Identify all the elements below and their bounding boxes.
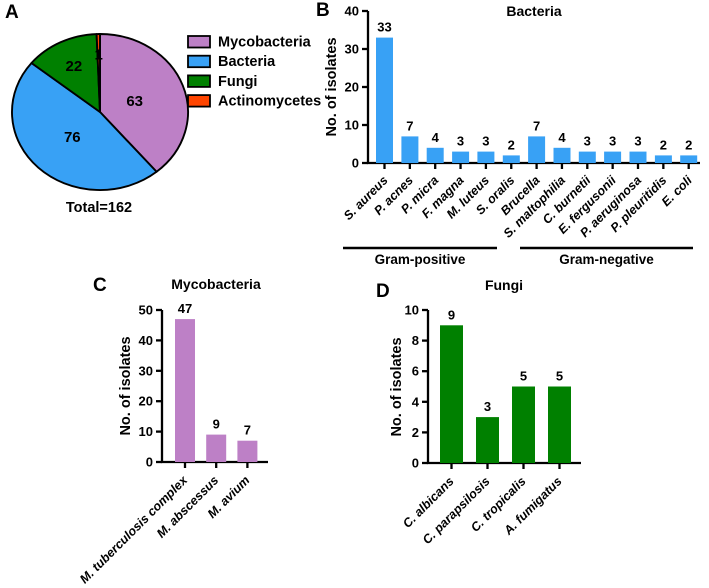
chart-title: Mycobacteria xyxy=(171,276,261,292)
pie-slice xyxy=(11,62,158,191)
legend-label: Mycobacteria xyxy=(218,35,312,51)
bar xyxy=(528,136,546,163)
bar xyxy=(553,147,571,163)
bar xyxy=(578,151,596,163)
group-label: Gram-negative xyxy=(559,252,654,267)
panel-d-label: D xyxy=(376,281,390,302)
bar xyxy=(512,386,535,463)
bar xyxy=(440,325,463,463)
bar xyxy=(476,417,499,463)
chart-title: Bacteria xyxy=(506,3,561,19)
y-tick-label: 40 xyxy=(345,4,359,19)
y-tick-label: 2 xyxy=(412,425,419,440)
bar-value-label: 7 xyxy=(244,423,251,438)
bar xyxy=(237,440,258,462)
bar xyxy=(629,151,647,163)
legend-swatch xyxy=(187,35,211,49)
y-tick-label: 4 xyxy=(412,394,420,409)
bar-value-label: 3 xyxy=(634,134,641,149)
bar xyxy=(680,155,698,163)
y-tick-label: 20 xyxy=(139,394,153,409)
legend-label: Actinomycetes xyxy=(218,94,321,110)
y-axis-label: No. of isolates xyxy=(324,37,340,136)
bar-value-label: 3 xyxy=(457,134,464,149)
y-tick-label: 10 xyxy=(405,303,419,318)
y-tick-label: 40 xyxy=(139,333,153,348)
y-tick-label: 10 xyxy=(139,424,153,439)
bar xyxy=(426,147,444,163)
bar xyxy=(548,386,571,463)
y-tick-label: 6 xyxy=(412,364,419,379)
panel-b-label: B xyxy=(316,0,330,21)
bar-value-label: 9 xyxy=(448,307,455,322)
pie-slice-value-label: 76 xyxy=(64,129,81,146)
bar-value-label: 5 xyxy=(520,369,527,384)
bar xyxy=(175,319,195,462)
y-tick-label: 0 xyxy=(412,456,419,471)
y-tick-label: 50 xyxy=(139,303,153,318)
bar-value-label: 2 xyxy=(660,137,667,152)
pie-slice-value-label: 22 xyxy=(66,58,83,75)
pie-slice xyxy=(99,33,189,173)
group-label: Gram-positive xyxy=(375,252,466,267)
bar-value-label: 4 xyxy=(558,130,566,145)
bar xyxy=(401,136,419,163)
pie-total-label: Total=162 xyxy=(66,200,132,216)
bar xyxy=(502,155,520,163)
bar-value-label: 9 xyxy=(213,417,220,432)
bar xyxy=(654,155,672,163)
y-axis-label: No. of isolates xyxy=(389,337,405,436)
legend-swatch xyxy=(187,74,211,88)
y-tick-label: 30 xyxy=(139,363,153,378)
bar-value-label: 3 xyxy=(584,134,591,149)
bar xyxy=(452,151,470,163)
panel-c-label: C xyxy=(93,275,107,296)
y-tick-label: 0 xyxy=(146,455,153,470)
bar-value-label: 3 xyxy=(609,134,616,149)
legend-swatch xyxy=(187,94,211,108)
bar xyxy=(376,37,393,163)
pie-slice xyxy=(30,33,101,113)
legend-label: Fungi xyxy=(218,74,257,90)
pie-slice-value-label: 63 xyxy=(126,93,143,110)
bar-value-label: 33 xyxy=(377,20,391,35)
bar-value-label: 7 xyxy=(533,118,540,133)
bar-value-label: 2 xyxy=(508,137,515,152)
bar xyxy=(206,434,227,462)
y-axis-label: No. of isolates xyxy=(118,336,134,435)
legend-label: Bacteria xyxy=(218,54,276,70)
bar-value-label: 4 xyxy=(432,130,440,145)
bar-value-label: 3 xyxy=(484,399,491,414)
y-tick-label: 30 xyxy=(345,42,359,57)
bar xyxy=(604,151,622,163)
pie-slice xyxy=(95,33,101,113)
legend-swatch xyxy=(187,54,211,69)
y-tick-label: 20 xyxy=(345,80,359,95)
bar-value-label: 47 xyxy=(178,301,192,316)
y-tick-label: 10 xyxy=(345,118,359,133)
pie-slice-value-label: 1 xyxy=(95,46,103,63)
y-tick-label: 0 xyxy=(352,156,359,171)
bar-value-label: 7 xyxy=(406,118,413,133)
y-tick-label: 8 xyxy=(412,333,419,348)
bar-value-label: 3 xyxy=(482,134,489,149)
chart-title: Fungi xyxy=(485,277,523,293)
bar xyxy=(477,151,495,163)
bar-value-label: 2 xyxy=(685,137,692,152)
bar-value-label: 5 xyxy=(556,369,563,384)
panel-a-label: A xyxy=(5,2,19,23)
